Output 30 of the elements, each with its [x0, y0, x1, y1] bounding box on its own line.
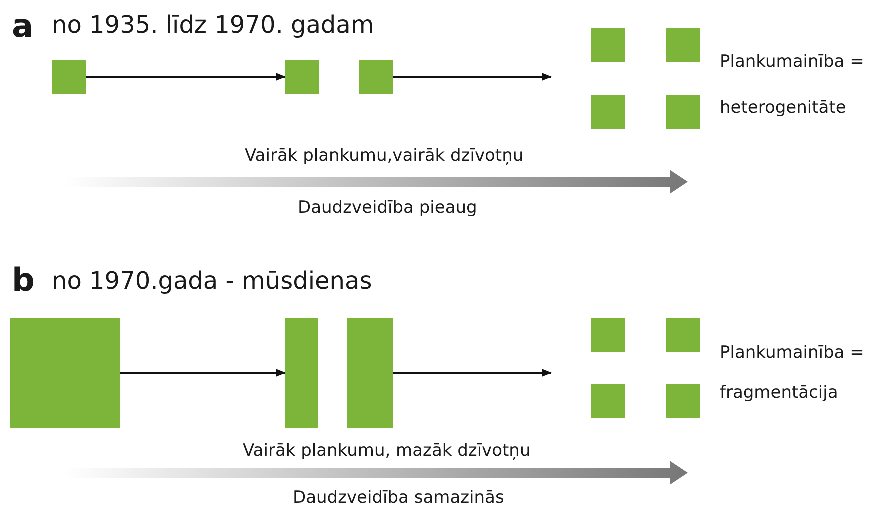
habitat-patch — [591, 318, 625, 352]
arrow — [86, 73, 286, 81]
habitat-patch — [10, 318, 120, 428]
habitat-patch — [285, 318, 318, 428]
habitat-patch — [52, 60, 86, 94]
arrow — [393, 73, 552, 81]
habitat-patch — [666, 95, 700, 129]
note-text: heterogenitāte — [720, 99, 846, 119]
habitat-patch — [591, 95, 625, 129]
panel-heading: no 1935. līdz 1970. gadam — [52, 12, 374, 40]
note-text: Plankumainība = — [720, 53, 864, 73]
habitat-patch — [591, 384, 625, 418]
caption-text: Vairāk plankumu, mazāk dzīvotņu — [243, 442, 531, 462]
panel-letter: a — [12, 8, 34, 45]
habitat-patch — [666, 318, 700, 352]
note-text: fragmentācija — [720, 384, 838, 404]
habitat-patch — [347, 318, 393, 428]
habitat-patch — [359, 60, 393, 94]
caption-text: Daudzveidība pieaug — [298, 199, 478, 219]
caption-text: Vairāk plankumu,vairāk dzīvotņu — [245, 147, 524, 167]
habitat-patch — [591, 28, 625, 62]
arrow — [393, 369, 552, 377]
note-text: Plankumainība = — [720, 344, 864, 364]
panel-letter: b — [12, 262, 35, 299]
habitat-patch — [666, 384, 700, 418]
caption-text: Daudzveidība samazinās — [293, 489, 504, 509]
arrow — [120, 369, 286, 377]
panel-heading: no 1970.gada - mūsdienas — [52, 268, 372, 296]
habitat-patch — [666, 28, 700, 62]
habitat-patch — [285, 60, 319, 94]
